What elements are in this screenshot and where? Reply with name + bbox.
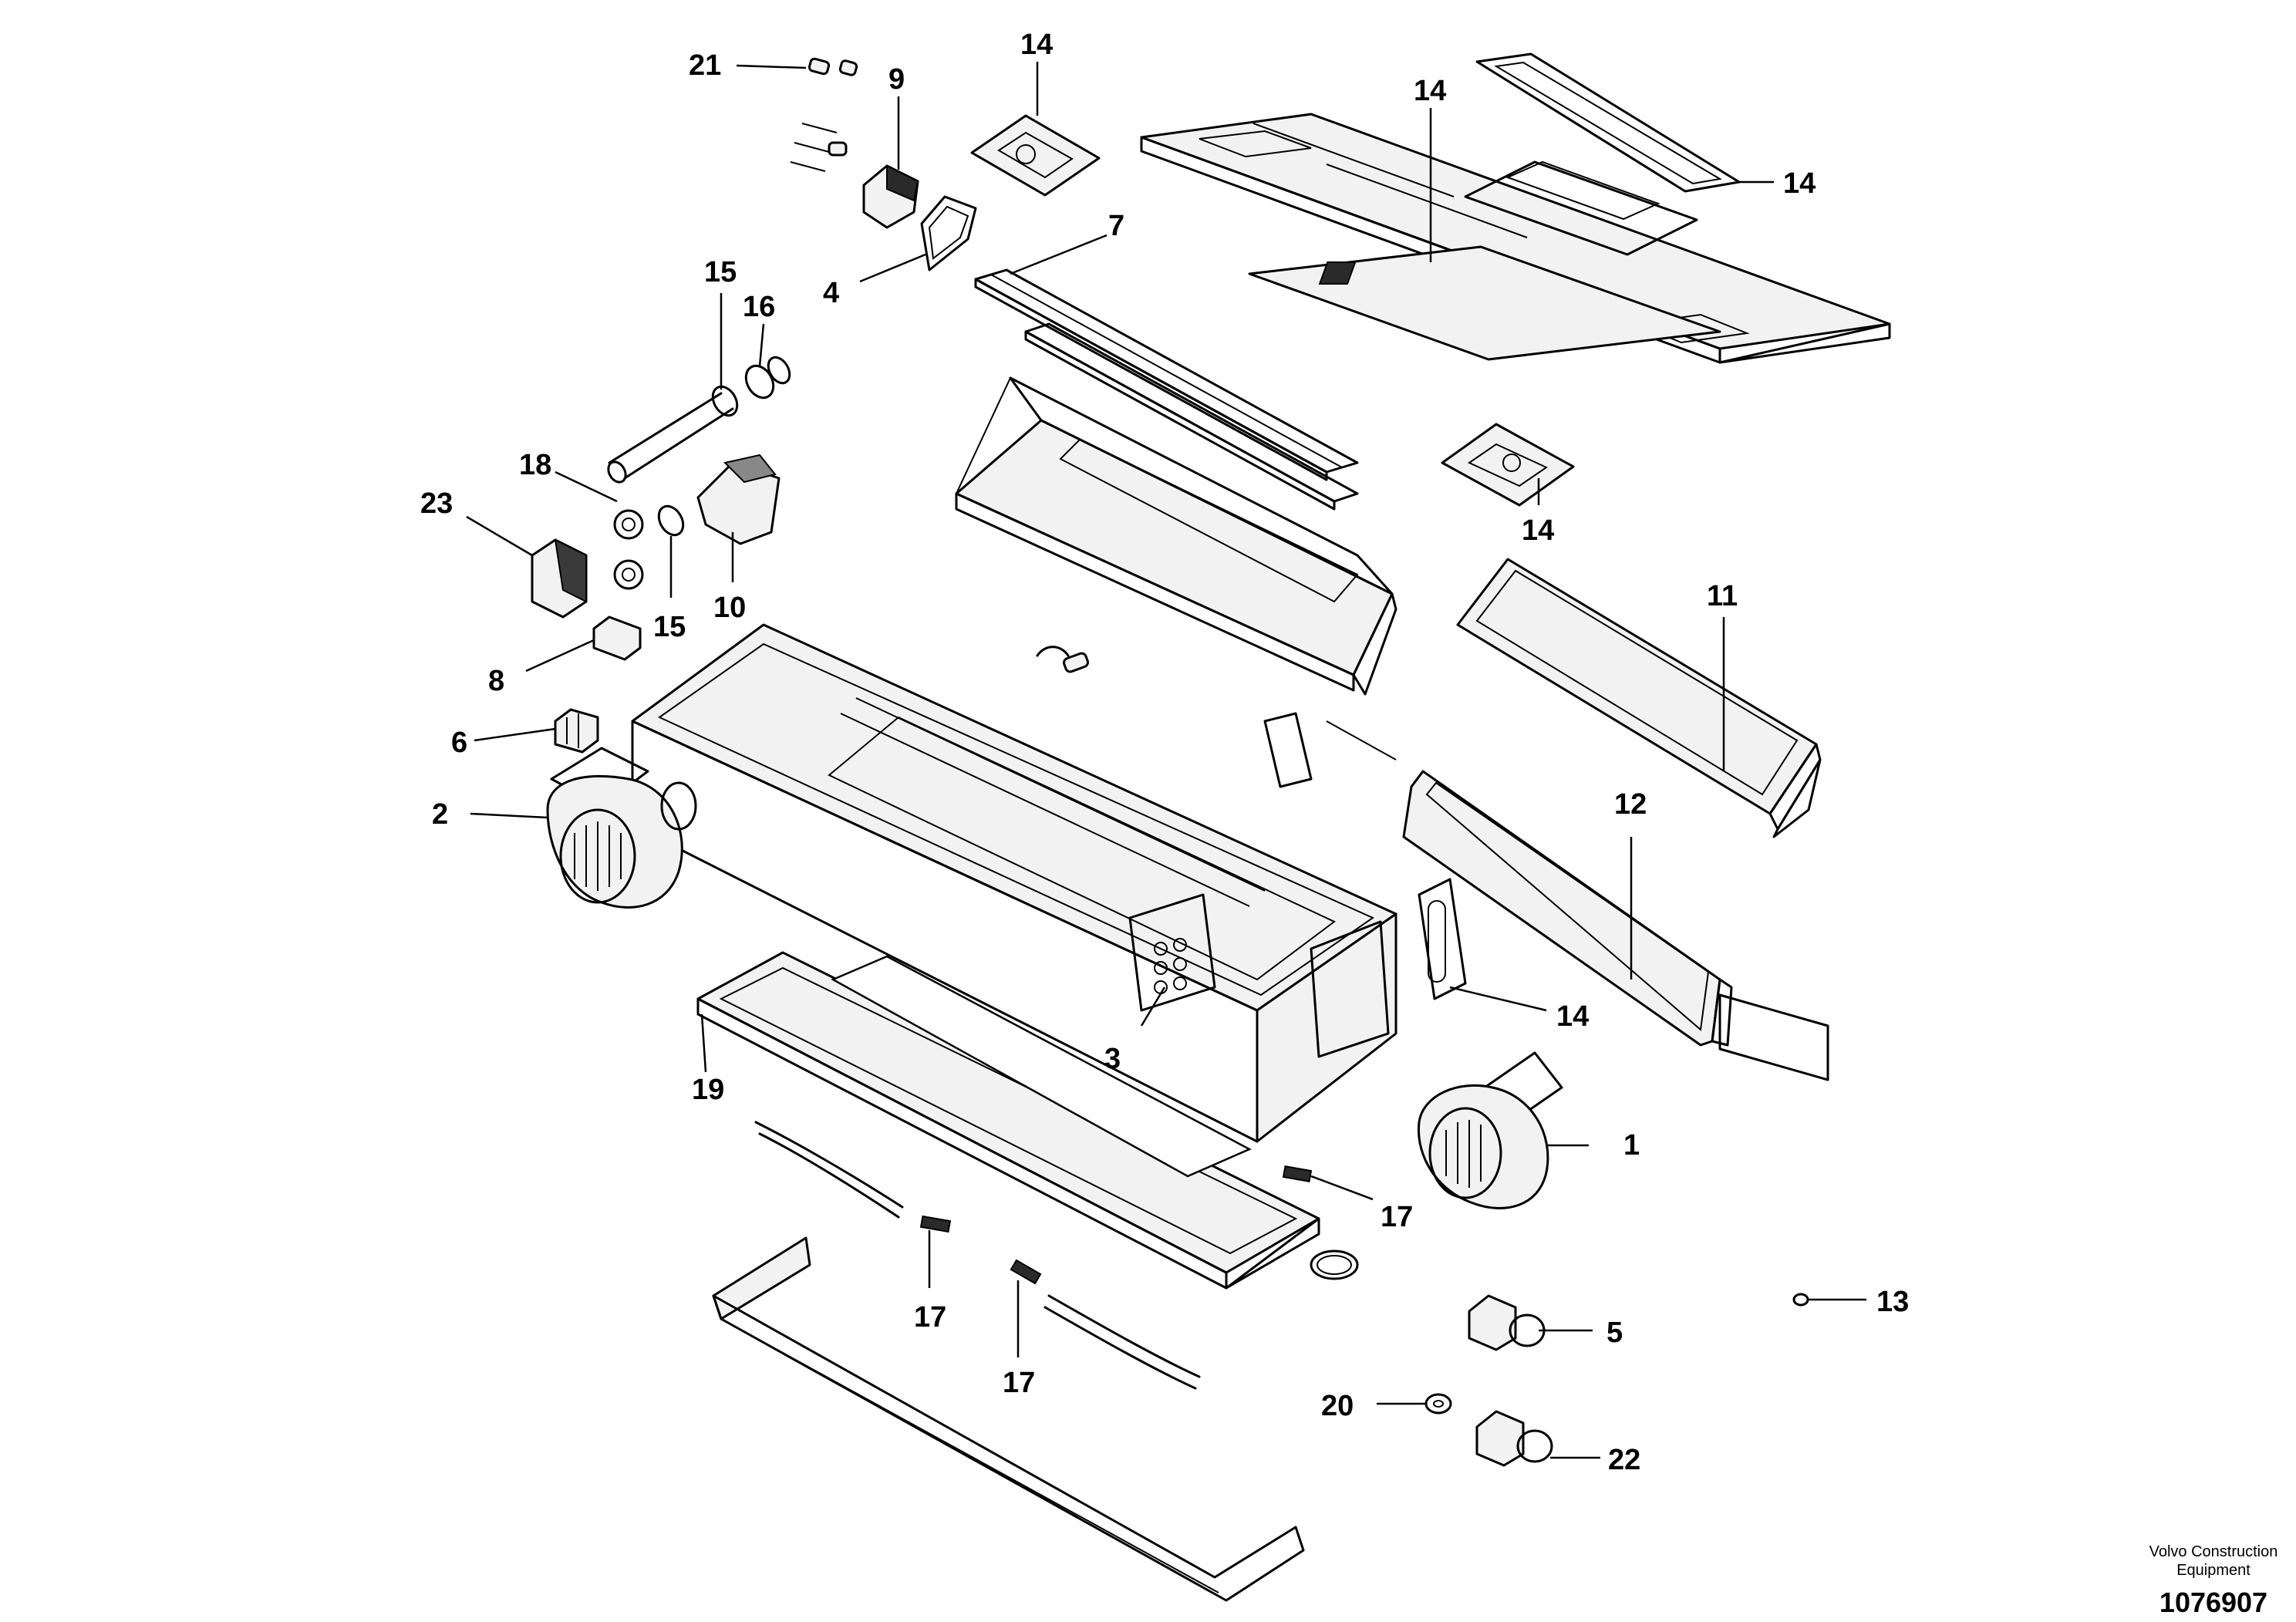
outlet-gasket [1418,878,1467,1000]
callout-1: 1 [1623,1129,1640,1162]
callout-18: 18 [519,449,551,481]
blower-2 [546,747,697,909]
filter-frame-12 [1402,770,1829,1081]
callout-16: 16 [743,291,775,323]
blower-1 [1417,1051,1563,1209]
upper-plate [970,114,1101,197]
callout-15-lower: 15 [653,611,686,643]
callout-15-upper: 15 [704,256,737,288]
brand-line-1: Volvo Construction [2149,1543,2278,1560]
callout-4: 4 [823,277,839,309]
filter-frame-11 [1456,558,1822,838]
callout-2: 2 [432,798,448,831]
callout-11: 11 [1707,580,1738,612]
callout-14-upper-plate: 14 [1020,29,1053,61]
callout-17-left: 17 [914,1301,946,1334]
drawing-number: 1076907 [2159,1587,2267,1618]
callout-13: 13 [1876,1286,1909,1318]
callout-3: 3 [1104,1043,1121,1075]
callout-22: 22 [1608,1444,1640,1476]
heater-core-coil [1154,938,1187,994]
callout-20: 20 [1321,1390,1354,1422]
callout-10: 10 [713,592,746,624]
callout-labels: 21 9 14 14 14 7 4 15 16 18 23 14 10 15 1… [420,29,1909,1476]
callout-17-right: 17 [1381,1201,1413,1233]
footer-branding: Volvo Construction Equipment 1076907 [2149,1543,2278,1618]
callout-14-top-cover: 14 [1414,75,1446,107]
callout-5: 5 [1607,1317,1623,1349]
callout-14-lower-plate: 14 [1522,514,1554,547]
drain-hoses [754,1121,1359,1390]
callout-6: 6 [451,727,467,759]
upper-duct-housing [955,376,1397,788]
small-parts-left [531,57,1809,1467]
bottom-shelf [712,1236,1305,1602]
callout-7: 7 [1108,210,1124,242]
callout-23: 23 [420,487,453,520]
callout-14-top-frame: 14 [1783,167,1816,200]
callout-12: 12 [1614,788,1647,821]
callout-8: 8 [488,665,504,697]
callout-17-middle: 17 [1003,1367,1035,1399]
top-cover-panel [1140,113,1891,364]
drain-tray-19 [696,951,1320,1290]
filter-rails [974,268,1359,511]
callout-19: 19 [692,1074,724,1106]
brand-line-2: Equipment [2176,1562,2250,1579]
callout-9: 9 [888,63,905,96]
leader-lines [466,62,1866,1459]
callout-21: 21 [689,49,721,82]
callout-14-outlet-gasket: 14 [1556,1000,1589,1033]
lower-plate [1441,423,1575,507]
